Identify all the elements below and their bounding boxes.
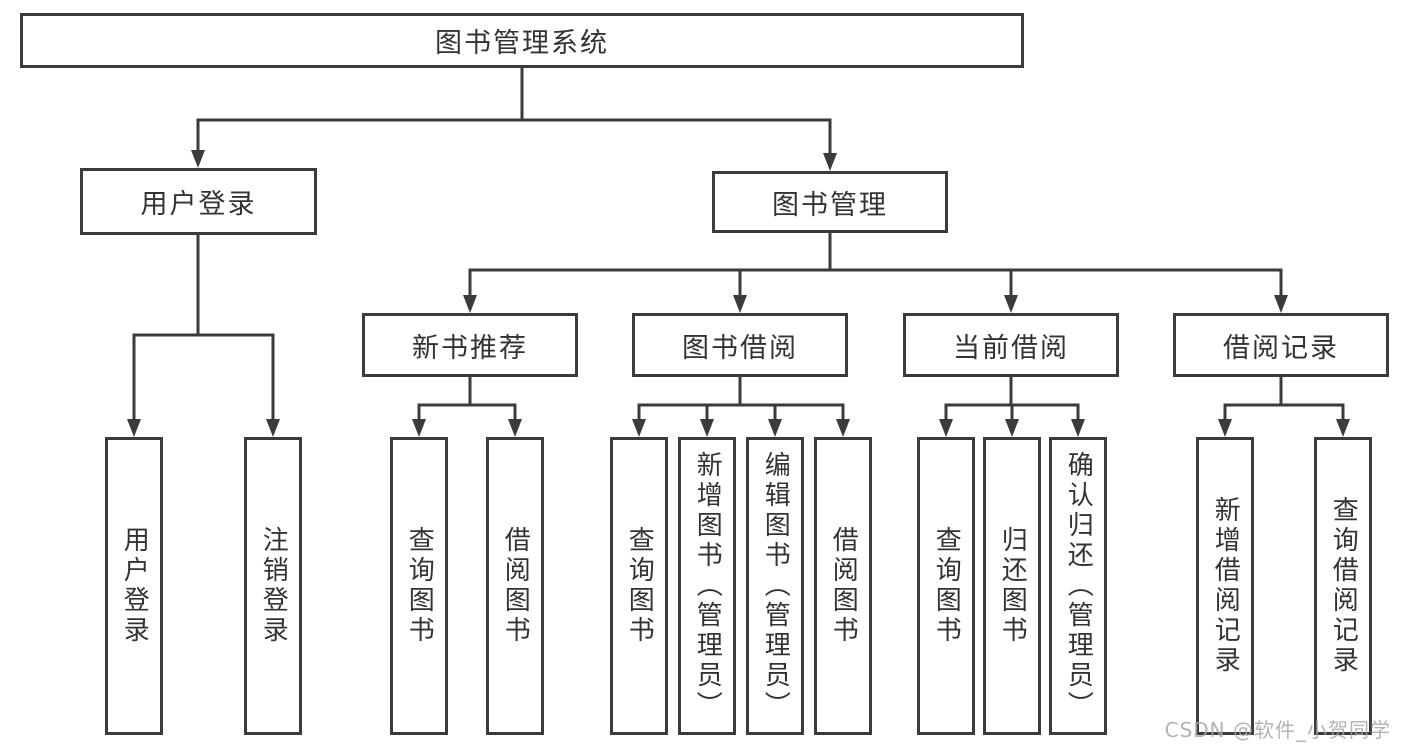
arrowhead-icon bbox=[191, 150, 205, 168]
arrowhead-icon bbox=[836, 419, 850, 437]
node-borrow-records-label: 借阅记录 bbox=[1223, 332, 1339, 364]
leaf-add-books-admin: 新增图书（管理员） bbox=[678, 437, 736, 735]
leaf-logout-label: 注销登录 bbox=[258, 526, 289, 646]
leaf-add-books-admin-label: 新增图书（管理员） bbox=[692, 451, 723, 721]
connector-bookmgmt-to-level3 bbox=[468, 233, 1283, 297]
leaf-logout: 注销登录 bbox=[244, 437, 302, 735]
watermark: CSDN @软件_小贺同学 bbox=[1164, 718, 1391, 742]
leaf-query-books-current-label: 查询图书 bbox=[931, 526, 962, 646]
arrowhead-icon bbox=[1274, 295, 1288, 313]
leaf-borrow-books-recommend: 借阅图书 bbox=[486, 437, 544, 735]
arrowhead-icon bbox=[463, 295, 477, 313]
arrowhead-icon bbox=[632, 419, 646, 437]
leaf-confirm-return-admin: 确认归还（管理员） bbox=[1049, 437, 1107, 735]
leaf-edit-books-admin: 编辑图书（管理员） bbox=[746, 437, 804, 735]
leaf-add-borrow-record: 新增借阅记录 bbox=[1196, 437, 1254, 735]
leaf-return-books-label: 归还图书 bbox=[997, 526, 1028, 646]
node-borrow-records: 借阅记录 bbox=[1173, 313, 1389, 377]
node-book-management: 图书管理 bbox=[712, 171, 948, 233]
leaf-query-borrow-record-label: 查询借阅记录 bbox=[1328, 496, 1359, 676]
connector-root-to-level2 bbox=[196, 68, 832, 155]
arrowhead-icon bbox=[1071, 419, 1085, 437]
leaf-borrow-books-label: 借阅图书 bbox=[828, 526, 859, 646]
connector-currentborrow-to-leaves bbox=[944, 377, 1080, 421]
connector-bookborrow-to-leaves bbox=[637, 377, 845, 421]
leaf-user-login-label: 用户登录 bbox=[119, 526, 150, 646]
arrowhead-icon bbox=[127, 419, 141, 437]
arrowhead-icon bbox=[768, 419, 782, 437]
node-current-borrow: 当前借阅 bbox=[903, 313, 1119, 377]
leaf-query-books-borrow: 查询图书 bbox=[610, 437, 668, 735]
node-book-borrow-label: 图书借阅 bbox=[682, 332, 798, 364]
arrowhead-icon bbox=[508, 419, 522, 437]
arrowhead-icon bbox=[823, 153, 837, 171]
leaf-edit-books-admin-label: 编辑图书（管理员） bbox=[760, 451, 791, 721]
leaf-query-books-recommend: 查询图书 bbox=[390, 437, 448, 735]
connector-borrowrecords-to-leaves bbox=[1223, 377, 1345, 421]
arrowhead-icon bbox=[939, 419, 953, 437]
node-user-login-branch-label: 用户登录 bbox=[140, 189, 257, 220]
leaf-borrow-books: 借阅图书 bbox=[814, 437, 872, 735]
arrowhead-icon bbox=[1218, 419, 1232, 437]
leaf-confirm-return-admin-label: 确认归还（管理员） bbox=[1063, 451, 1094, 721]
arrowhead-icon bbox=[1004, 295, 1018, 313]
arrowhead-icon bbox=[266, 419, 280, 437]
leaf-query-books-current: 查询图书 bbox=[917, 437, 975, 735]
connector-userlogin-to-leaves bbox=[132, 235, 275, 421]
leaf-return-books: 归还图书 bbox=[983, 437, 1041, 735]
arrowhead-icon bbox=[700, 419, 714, 437]
arrowhead-icon bbox=[1005, 419, 1019, 437]
leaf-borrow-books-recommend-label: 借阅图书 bbox=[500, 526, 531, 646]
node-new-book-recommend-label: 新书推荐 bbox=[412, 332, 528, 364]
arrowhead-icon bbox=[412, 419, 426, 437]
arrowhead-icon bbox=[1336, 419, 1350, 437]
leaf-query-books-recommend-label: 查询图书 bbox=[404, 526, 435, 646]
leaf-user-login: 用户登录 bbox=[105, 437, 163, 735]
leaf-query-borrow-record: 查询借阅记录 bbox=[1314, 437, 1372, 735]
node-library-system: 图书管理系统 bbox=[20, 13, 1024, 68]
connector-newbook-to-leaves bbox=[417, 377, 517, 421]
node-book-borrow: 图书借阅 bbox=[632, 313, 848, 377]
leaf-query-books-borrow-label: 查询图书 bbox=[624, 526, 655, 646]
node-user-login-branch: 用户登录 bbox=[80, 168, 317, 235]
leaf-add-borrow-record-label: 新增借阅记录 bbox=[1210, 496, 1241, 676]
node-new-book-recommend: 新书推荐 bbox=[362, 313, 578, 377]
node-book-management-label: 图书管理 bbox=[772, 189, 888, 221]
node-library-system-label: 图书管理系统 bbox=[435, 28, 609, 59]
arrowhead-icon bbox=[733, 295, 747, 313]
node-current-borrow-label: 当前借阅 bbox=[953, 332, 1069, 364]
